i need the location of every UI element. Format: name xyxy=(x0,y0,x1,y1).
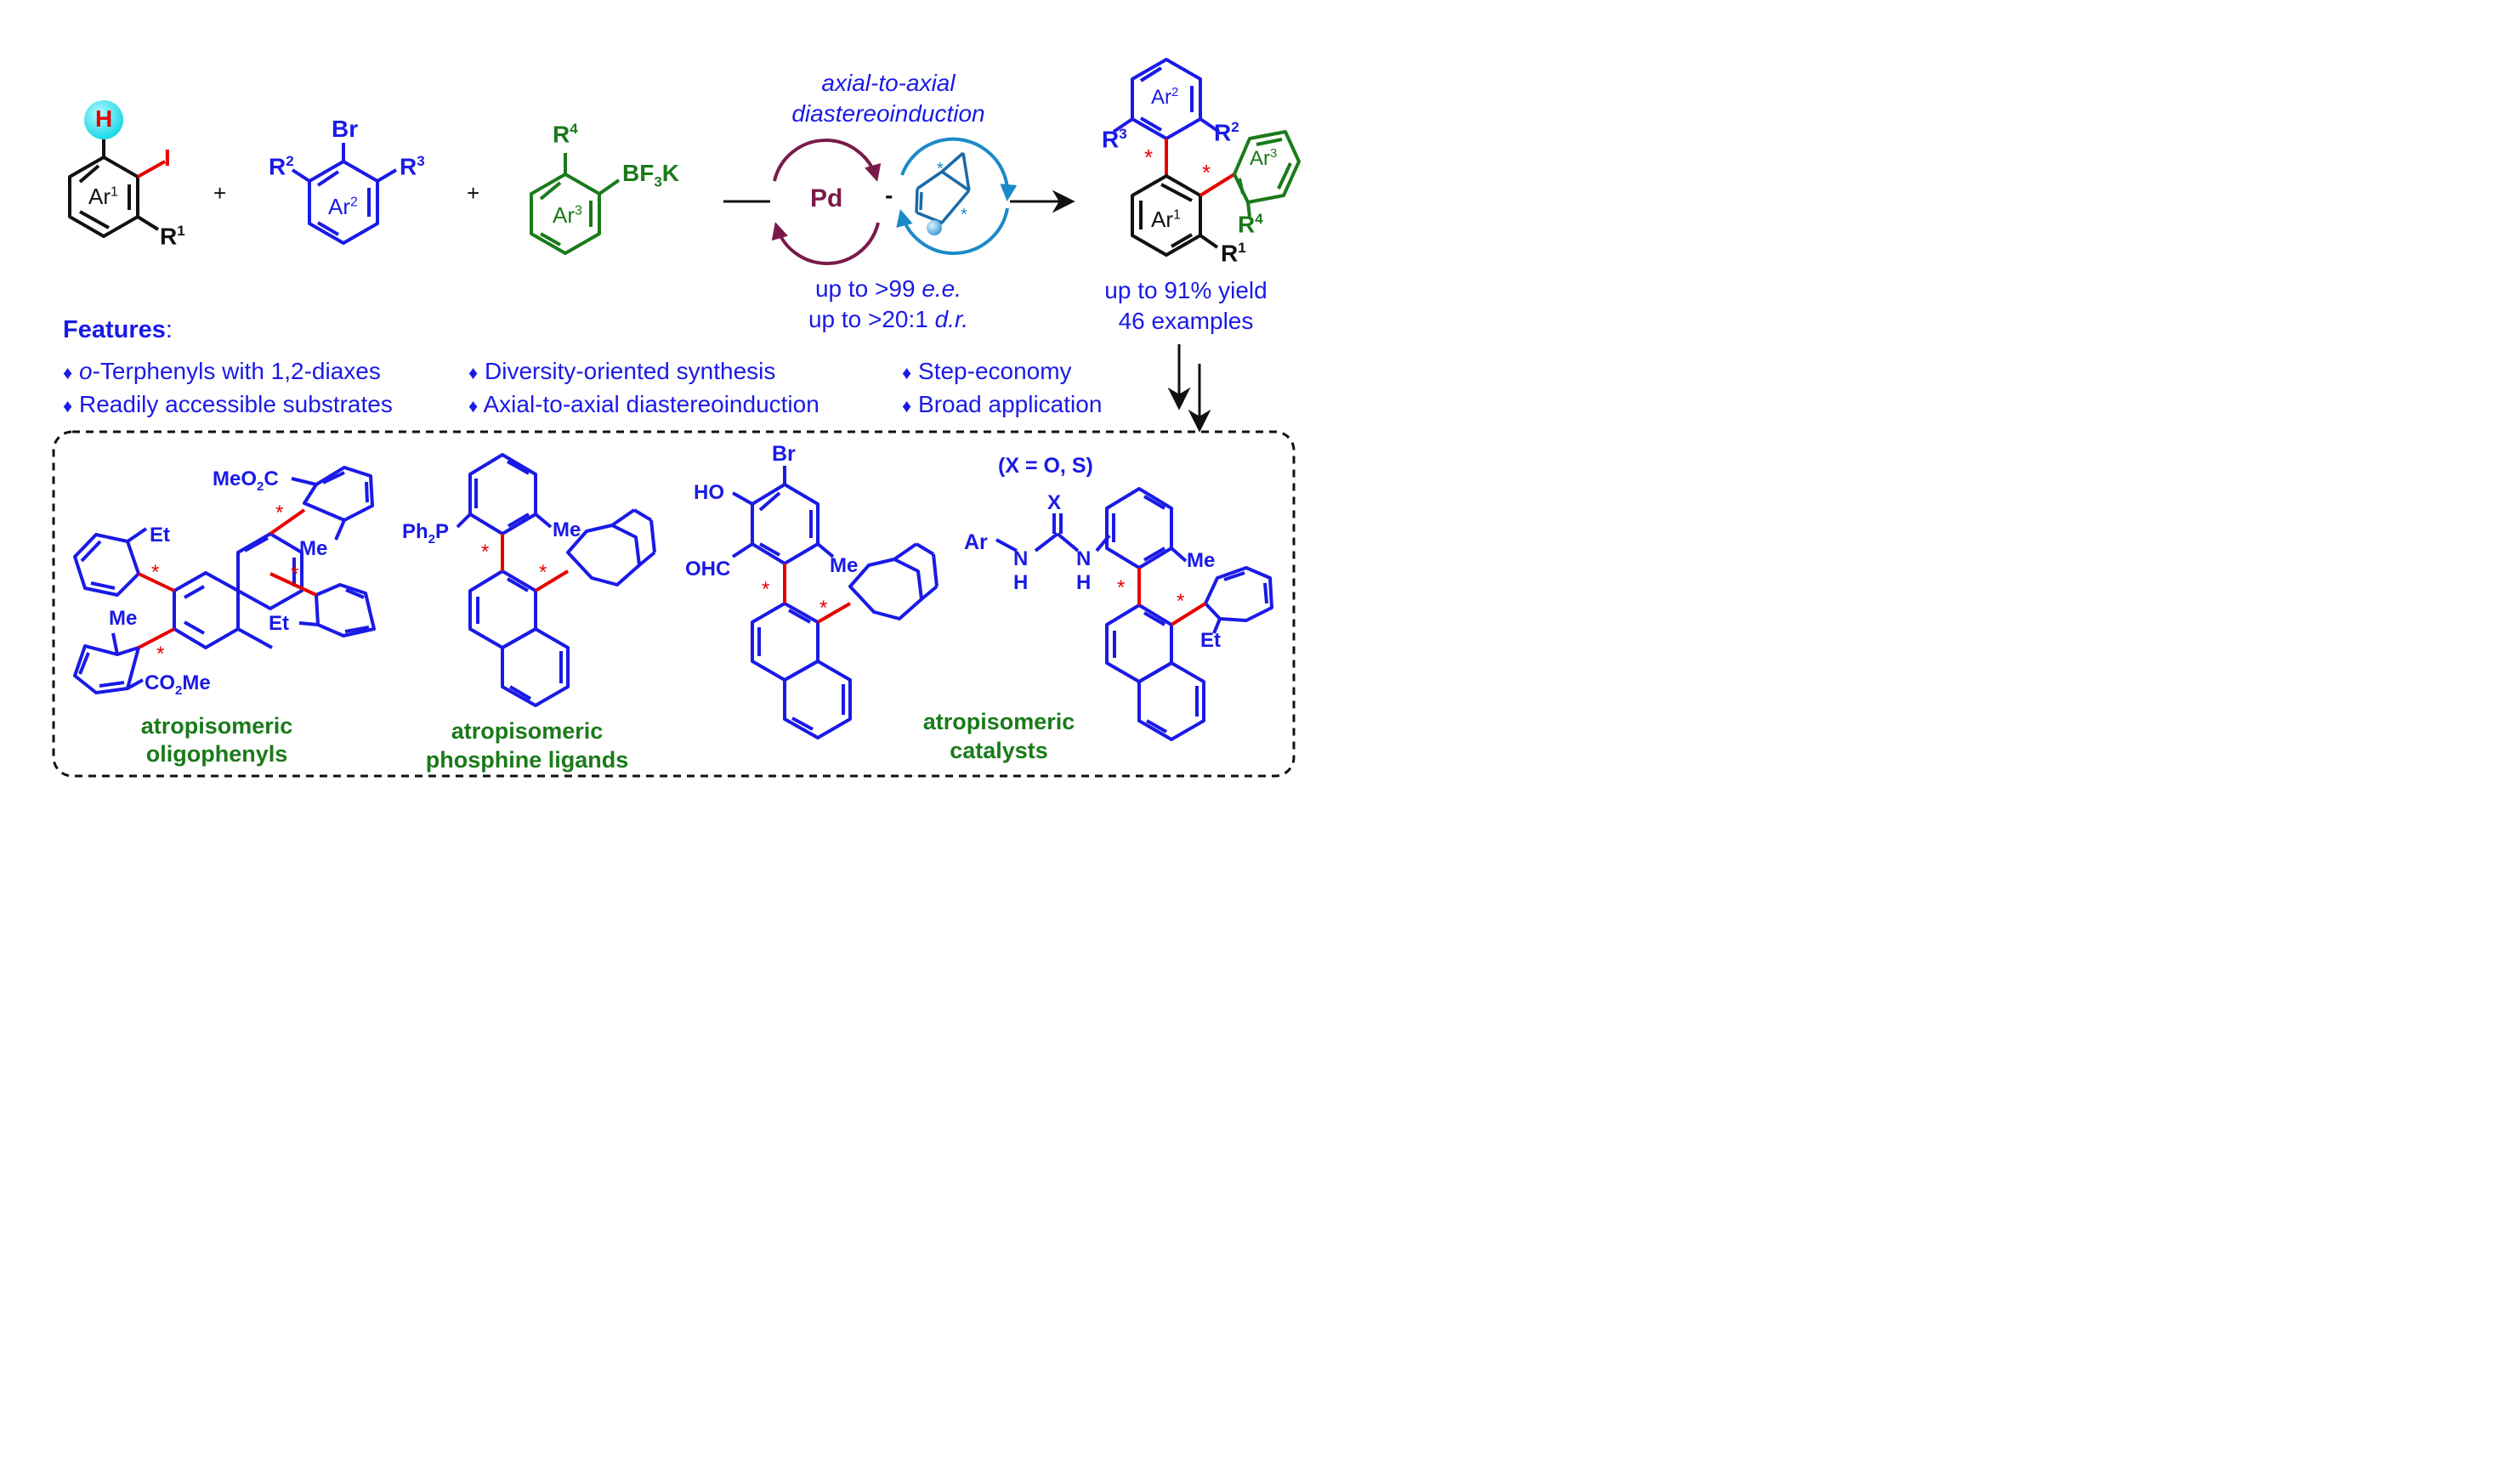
ar-label: Ar xyxy=(964,530,988,554)
nbe-cycle-lower-arc xyxy=(896,207,1009,255)
oligo-star-3: * xyxy=(291,563,299,586)
urea-catalyst-structure xyxy=(995,487,1273,741)
aldehyde-axis-bonds xyxy=(783,564,852,624)
me-label-1: Me xyxy=(299,537,328,560)
h-label-2: H xyxy=(1076,571,1092,594)
nbe-cycle-upper-arc xyxy=(900,137,1018,201)
ar3-label: Ar3 xyxy=(553,202,582,228)
n-label-2: N xyxy=(1076,547,1092,570)
reaction-scheme xyxy=(52,58,1301,778)
br-label: Br xyxy=(332,116,359,142)
selectivity-summary: up to >99 e.e. up to >20:1 d.r. xyxy=(808,275,969,332)
product-ar3-label: Ar3 xyxy=(1250,146,1278,170)
product-star-2: * xyxy=(1202,160,1211,185)
catalyst-dash: - xyxy=(885,182,893,208)
aldehyde-me-label: Me xyxy=(830,554,859,577)
aryl-bromide-structure xyxy=(291,143,398,245)
r2-label: R2 xyxy=(269,153,294,180)
product-ar2-label: Ar2 xyxy=(1151,85,1179,109)
oligo-star-2: * xyxy=(151,561,160,584)
aldehyde-star-2: * xyxy=(819,597,828,620)
r1-label: R1 xyxy=(160,223,185,250)
phosphine-star-1: * xyxy=(481,541,490,564)
catalyst-axis-bonds xyxy=(1137,568,1207,626)
oligophenyl-structure xyxy=(73,466,376,694)
applications-box xyxy=(52,430,1296,778)
plus-sign-2: + xyxy=(467,180,480,206)
product-star-1: * xyxy=(1144,144,1154,170)
ortho-h-label: H xyxy=(95,105,113,132)
c-i-bond xyxy=(137,160,166,178)
phosphine-axis-bonds xyxy=(501,534,570,592)
aryl-trifluoroborate-structure xyxy=(530,153,621,255)
chiral-norbornene-icon xyxy=(915,151,971,229)
catalyst-me-label: Me xyxy=(1187,549,1216,572)
catalyst-star-1: * xyxy=(1117,576,1126,599)
h-label-1: H xyxy=(1013,571,1029,594)
oligophenyl-axis-bonds xyxy=(138,508,317,649)
features-heading: Features: xyxy=(63,316,173,343)
salicylaldehyde-structure xyxy=(731,466,939,739)
bf3k-label: BF3K xyxy=(622,160,680,190)
et-label-1: Et xyxy=(150,524,170,547)
feature-application: ♦ Broad application xyxy=(902,391,1103,417)
ho-label: HO xyxy=(694,481,724,504)
pd-cycle-upper-arc xyxy=(773,139,882,182)
oligo-caption: atropisomeric oligophenyls xyxy=(140,713,293,767)
x-note: (X = O, S) xyxy=(998,454,1093,478)
ohc-label: OHC xyxy=(685,558,731,581)
product-summary: up to 91% yield 46 examples xyxy=(1104,277,1268,334)
phosphine-star-2: * xyxy=(539,561,547,584)
auxiliary-ball-icon xyxy=(927,220,942,235)
oligo-star-4: * xyxy=(156,643,165,666)
product-r4-label: R4 xyxy=(1238,211,1263,238)
product-ar3-ring xyxy=(1233,130,1301,218)
feature-diversity: ♦ Diversity-oriented synthesis xyxy=(468,358,776,384)
aldehyde-star-1: * xyxy=(762,578,770,601)
r3-label: R3 xyxy=(400,153,425,180)
product-ar1-label: Ar1 xyxy=(1151,207,1181,232)
oligo-star-1: * xyxy=(275,501,284,524)
pd-label: Pd xyxy=(810,184,843,212)
ph2p-label: Ph2P xyxy=(402,520,450,547)
n-label-1: N xyxy=(1013,547,1029,570)
feature-substrates: ♦ Readily accessible substrates xyxy=(63,391,393,417)
catalyst-et-label: Et xyxy=(1200,629,1221,652)
catalyst-caption: atropisomeric catalysts xyxy=(922,709,1075,763)
feature-step-economy: ♦ Step-economy xyxy=(902,358,1072,384)
x-label: X xyxy=(1047,491,1062,514)
ar2-label: Ar2 xyxy=(328,194,358,219)
aldehyde-br-label: Br xyxy=(772,442,796,466)
diastereoinduction-title: axial-to-axial diastereoinduction xyxy=(791,70,985,127)
pd-cycle-lower-arc xyxy=(771,222,880,265)
phosphine-me-label: Me xyxy=(553,518,581,541)
phosphine-caption: atropisomeric phosphine ligands xyxy=(425,718,629,773)
catalyst-star-2: * xyxy=(1177,590,1185,613)
et-label-2: Et xyxy=(269,612,289,635)
norbornene-star-1: * xyxy=(937,160,944,178)
feature-terphenyls: ♦ o-Terphenyls with 1,2-diaxes xyxy=(63,358,381,384)
co2me-label: CO2Me xyxy=(145,671,211,698)
norbornene-star-2: * xyxy=(961,206,967,224)
product-r2-label: R2 xyxy=(1214,119,1239,146)
meo2c-label: MeO2C xyxy=(213,467,279,494)
ar1-label: Ar1 xyxy=(88,184,118,209)
product-r1-label: R1 xyxy=(1221,240,1246,267)
r4-label: R4 xyxy=(553,121,578,148)
product-r3-label: R3 xyxy=(1102,126,1127,153)
me-label-2: Me xyxy=(109,607,138,630)
iodide-label: I xyxy=(164,144,171,171)
ortho-h-highlight xyxy=(84,100,123,139)
feature-diastereoinduction: ♦ Axial-to-axial diastereoinduction xyxy=(468,391,819,417)
axis-bond-ar1-ar3 xyxy=(1199,173,1236,197)
plus-sign-1: + xyxy=(213,180,227,206)
